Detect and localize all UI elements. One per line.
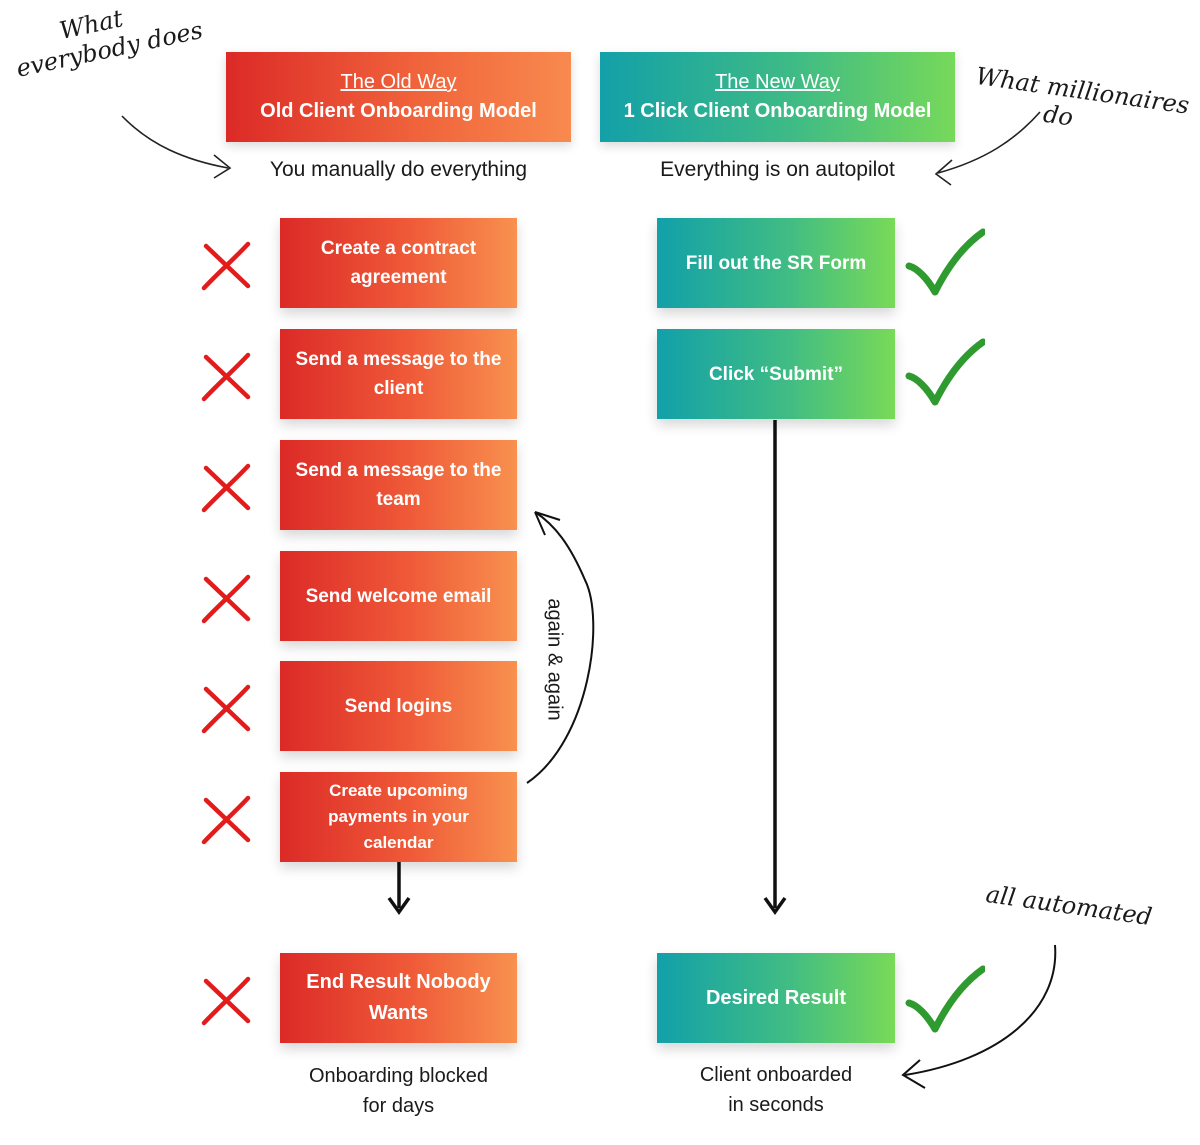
x-mark-icon — [201, 463, 251, 513]
x-mark-icon — [201, 352, 251, 402]
new-way-title: 1 Click Client Onboarding Model — [623, 100, 932, 122]
old-way-subtitle[interactable]: The Old Way — [340, 71, 457, 93]
new-result-caption: Client onboarded in seconds — [657, 1060, 895, 1120]
old-step-upcoming-payments: Create upcoming payments in your calenda… — [280, 772, 517, 862]
check-mark-icon — [905, 228, 985, 296]
old-result-caption: Onboarding blocked for days — [280, 1061, 517, 1121]
new-caption-line2: in seconds — [728, 1094, 824, 1116]
old-way-tagline: You manually do everything — [269, 158, 528, 181]
x-mark-icon — [201, 241, 251, 291]
new-caption-line1: Client onboarded — [699, 1064, 853, 1086]
x-mark-icon — [201, 684, 251, 734]
automated-arrow — [904, 944, 1057, 1076]
old-result: End Result Nobody Wants — [280, 953, 517, 1043]
new-step-fill-form: Fill out the SR Form — [657, 218, 895, 308]
old-step-welcome-email: Send welcome email — [280, 551, 517, 641]
old-step-create-contract: Create a contract agreement — [280, 218, 517, 308]
x-mark-icon — [201, 976, 251, 1026]
x-mark-icon — [201, 574, 251, 624]
new-way-header: The New Way 1 Click Client Onboarding Mo… — [600, 52, 955, 142]
old-caption-line1: Onboarding blocked — [308, 1065, 488, 1087]
old-step-send-logins: Send logins — [280, 661, 517, 751]
x-mark-icon — [201, 795, 251, 845]
old-caption-line2: for days — [362, 1095, 435, 1117]
loop-arrow — [526, 511, 595, 784]
check-mark-icon — [905, 965, 985, 1033]
old-step-message-team: Send a message to the team — [280, 440, 517, 530]
loop-label: again & again — [543, 598, 566, 721]
right-note-arrow — [937, 111, 1041, 174]
check-mark-icon — [905, 338, 985, 406]
new-step-click-submit: Click “Submit” — [657, 329, 895, 419]
old-way-header: The Old Way Old Client Onboarding Model — [226, 52, 571, 142]
old-step-message-client: Send a message to the client — [280, 329, 517, 419]
left-note-arrow — [121, 115, 229, 169]
new-result: Desired Result — [657, 953, 895, 1043]
old-way-title: Old Client Onboarding Model — [260, 100, 537, 122]
new-way-tagline: Everything is on autopilot — [660, 158, 895, 181]
new-way-subtitle[interactable]: The New Way — [715, 71, 840, 93]
